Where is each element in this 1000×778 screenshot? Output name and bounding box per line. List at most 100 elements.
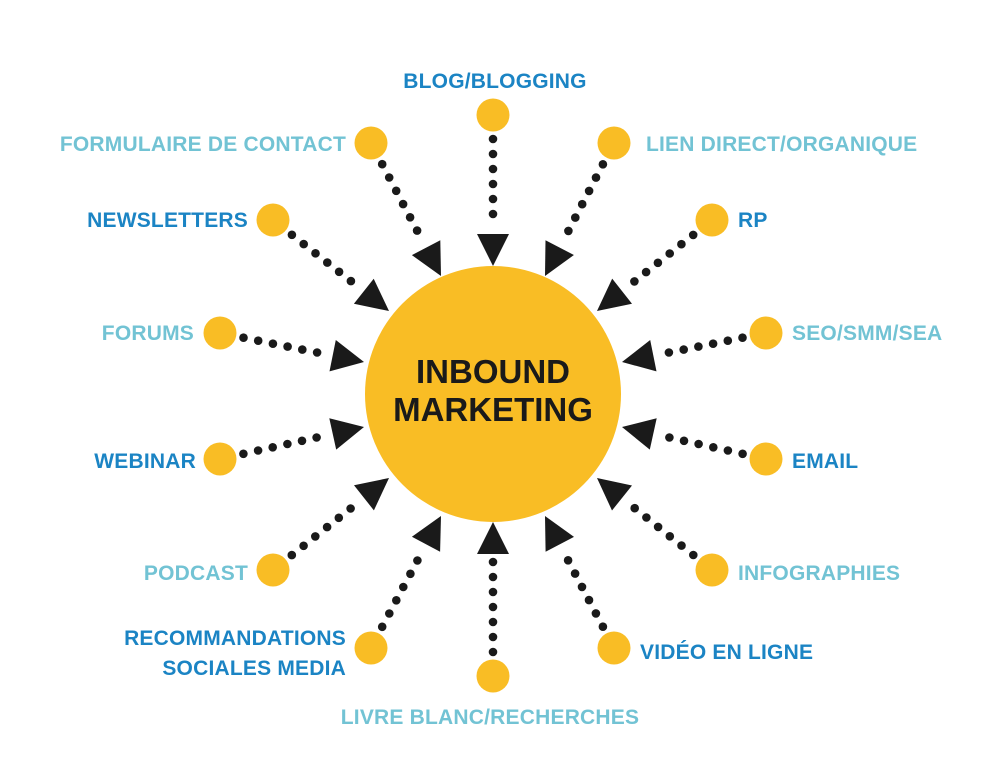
connector-dot <box>488 572 498 582</box>
connector-dot <box>488 194 498 204</box>
connector-dot <box>577 582 587 592</box>
connector-dot <box>239 333 248 343</box>
connector-dot <box>653 522 663 532</box>
arrowhead <box>477 522 509 554</box>
channel-label: BLOG/BLOGGING <box>403 70 586 93</box>
channel-label: VIDÉO EN LIGNE <box>640 641 813 664</box>
channel-nodes <box>203 98 783 693</box>
arrowhead <box>597 478 632 511</box>
connector-dot <box>738 333 747 343</box>
connector-dot <box>679 345 688 354</box>
connectors <box>239 134 747 657</box>
connector-dot <box>413 556 422 565</box>
connector-dot <box>688 230 698 240</box>
arrowhead <box>622 418 657 450</box>
connector-dot <box>299 541 308 551</box>
arrowhead <box>411 516 441 552</box>
arrowhead <box>329 418 364 450</box>
connector-dot <box>299 239 309 249</box>
connector-dot <box>312 348 322 357</box>
connector-dot <box>577 199 587 209</box>
arrowhead <box>622 340 657 372</box>
connector-dot <box>677 541 686 550</box>
arrowhead <box>353 278 389 311</box>
connector-dot <box>399 582 408 592</box>
connector-dot <box>488 179 498 189</box>
connector-dot <box>723 446 733 455</box>
connector-dot <box>709 443 718 452</box>
connector-dot <box>283 342 292 351</box>
connector-dot <box>584 595 594 605</box>
channel-label: FORUMS <box>102 322 194 345</box>
center-title-line-1: INBOUND <box>416 353 570 390</box>
channel-label: WEBINAR <box>94 450 196 473</box>
channel-label: NEWSLETTERS <box>87 209 248 232</box>
channel-node <box>695 553 729 587</box>
connector-dot <box>488 209 498 219</box>
channel-node <box>749 316 783 350</box>
channel-node <box>597 631 631 665</box>
channel-label: PODCAST <box>144 562 248 585</box>
connector-dot <box>391 186 401 196</box>
connector-dot <box>297 436 307 446</box>
connector-dot <box>488 134 498 144</box>
connector-dot <box>641 267 651 277</box>
channel-label: EMAIL <box>792 450 858 473</box>
connector-dot <box>488 587 498 597</box>
connector-dot <box>665 249 674 258</box>
connector-dot <box>694 439 703 449</box>
connector-dot <box>488 164 498 174</box>
connector-dot <box>564 226 573 236</box>
connector-dot <box>488 557 498 567</box>
connector-dot <box>488 647 498 657</box>
connector-dot <box>334 513 344 523</box>
channel-label: INFOGRAPHIES <box>738 562 900 585</box>
connector-dot <box>677 239 686 249</box>
center-circle <box>365 266 621 522</box>
channel-label: SEO/SMM/SEA <box>792 322 942 345</box>
channel-node <box>203 316 237 350</box>
connector-dot <box>268 443 278 452</box>
arrowhead <box>545 516 574 552</box>
connector-dot <box>287 550 297 560</box>
connector-dot <box>323 258 332 267</box>
channel-label: FORMULAIRE DE CONTACT <box>60 133 346 156</box>
channel-node <box>749 442 783 476</box>
connector-dot <box>253 336 263 346</box>
channel-label-line: SOCIALES MEDIA <box>162 657 346 680</box>
connector-dot <box>708 339 718 349</box>
connector-dot <box>239 449 248 459</box>
connector-dot <box>591 173 601 182</box>
connector-dot <box>322 522 332 532</box>
channel-label: RP <box>738 209 768 232</box>
connector-dot <box>346 276 356 286</box>
arrowhead <box>597 278 632 311</box>
connector-dot <box>642 513 651 522</box>
connector-dot <box>570 569 580 578</box>
connector-dot <box>664 348 674 357</box>
connector-dot <box>665 433 674 442</box>
connector-dot <box>384 173 394 182</box>
connector-dot <box>563 556 573 565</box>
connector-dot <box>653 258 663 268</box>
connector-dot <box>488 149 498 159</box>
connector-dot <box>679 436 689 446</box>
connector-dot <box>689 550 698 560</box>
connector-dot <box>311 532 320 541</box>
connector-dot <box>591 609 601 618</box>
connector-dot <box>312 433 321 442</box>
channel-node <box>476 659 510 693</box>
channel-node <box>476 98 510 132</box>
connector-dot <box>630 503 639 513</box>
arrowhead <box>354 478 389 511</box>
connector-dot <box>283 439 292 449</box>
connector-dot <box>584 186 594 196</box>
connector-dot <box>412 226 422 235</box>
channel-node <box>354 126 388 160</box>
connector-dot <box>571 213 580 222</box>
arrowhead <box>477 234 509 266</box>
connector-dot <box>311 249 320 258</box>
connector-dot <box>398 199 408 209</box>
